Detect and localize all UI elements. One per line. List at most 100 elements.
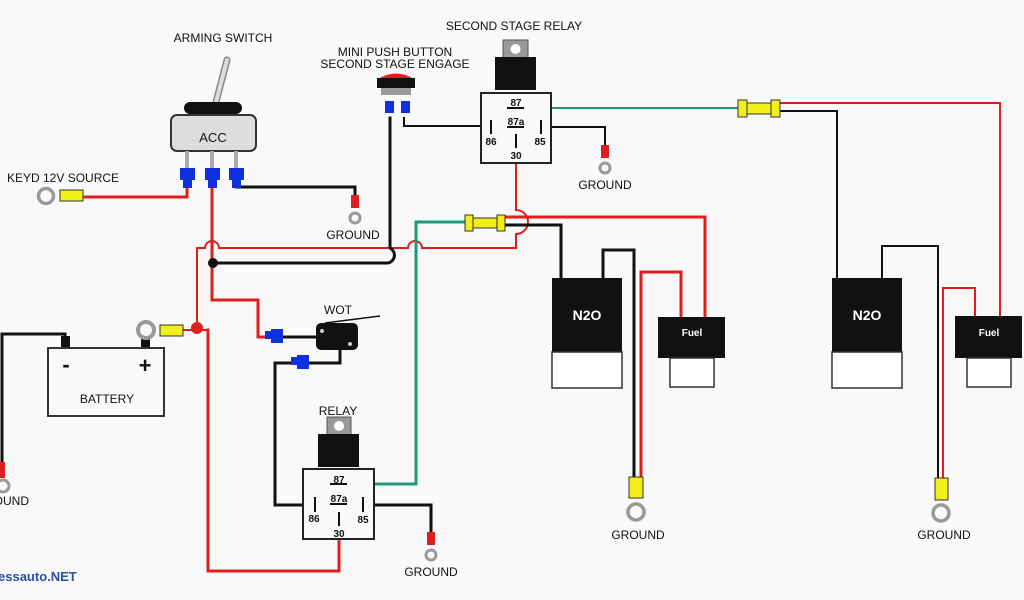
button-bezel [377,78,415,88]
push-button-label-line2: SECOND STAGE ENGAGE [320,57,469,71]
relay-top [318,434,359,467]
fuel-label: Fuel [979,328,1000,339]
wire-relay2-30 [515,162,529,249]
wire-to-relay-86 [273,361,317,507]
ground-switch: GROUND [326,195,380,242]
arming-switch[interactable]: ARMING SWITCH ACC [170,31,273,188]
ground-label: GROUND [917,528,971,542]
keyd-source-label: KEYD 12V SOURCE [7,171,119,185]
wire-relay2-85-ground [540,126,606,146]
n2o-solenoid-1: N2O [551,278,623,389]
blue-connector [208,179,217,188]
pin-87a-label: 87a [331,494,348,505]
switch-terminal [234,151,238,169]
ground-label: GROUND [611,528,665,542]
splice-body [746,102,772,115]
blue-connector [271,329,283,343]
blue-connector [297,355,309,369]
fuel-solenoid-1: Fuel [658,317,725,388]
wire-power-bus [196,240,517,329]
junction-dot [191,322,203,334]
relay-top [495,57,536,90]
toggle-collar [184,102,242,114]
wot-label: WOT [324,303,353,317]
switch-acc-label: ACC [199,130,226,145]
wire-pushbutton-to-relay2 [403,117,492,127]
pin-87-label: 87 [510,98,522,109]
relay: RELAY 87 87a 86 85 30 [302,404,375,540]
blue-connector [385,101,394,113]
wire-fuel2-ground [942,287,976,479]
wire-stage1-n2o-power [503,223,563,280]
solenoid-coil [658,317,725,358]
pin-86-label: 86 [485,137,497,148]
ring-terminal-icon [348,211,362,225]
switch-terminal [210,151,214,169]
blue-connector [265,331,271,339]
battery-label: BATTERY [80,392,134,406]
ring-terminal-icon [136,320,156,340]
wire-relay-87-trigger [346,220,467,486]
relay-label: RELAY [319,404,357,418]
blue-connector [232,179,241,188]
arming-switch-label: ARMING SWITCH [174,31,273,45]
fuel-solenoid-2: Fuel [955,316,1022,388]
solenoid-base [831,351,903,389]
red-terminal [351,195,359,208]
splice-body [472,217,498,229]
blue-connector [291,357,297,365]
button-cap[interactable] [378,73,414,80]
wire-relay-85-ground [361,503,433,534]
n2o-label: N2O [573,307,602,323]
pin-87-label: 87 [333,475,345,486]
wire-n2o2-ground [881,245,939,479]
solenoid-base [551,351,623,389]
keyd-12v-source: KEYD 12V SOURCE [7,171,119,206]
fuel-label: Fuel [682,328,703,339]
battery-body [47,347,165,417]
yellow-connector [628,476,644,499]
wire-stage2-n2o-power [779,110,838,279]
blue-connector [180,168,195,180]
solenoid-base [669,357,715,388]
wire-n2o1-ground [601,248,636,479]
push-button-label-line1: MINI PUSH BUTTON [338,45,452,59]
wot-body [316,323,358,350]
blue-connector [205,168,220,180]
switch-terminal [185,151,189,169]
pin-87a-label: 87a [508,117,525,128]
mini-push-button[interactable]: MINI PUSH BUTTON SECOND STAGE ENGAGE [320,45,470,113]
screw-hole [348,342,352,346]
mount-hole [334,421,344,431]
wot-switch[interactable]: WOT [265,303,381,369]
n2o-label: N2O [853,307,882,323]
butt-splice-stage2 [737,99,781,118]
ground-stage2: GROUND [917,477,971,542]
blue-connector [229,168,244,180]
splice-end [770,99,781,118]
ring-terminal-icon [36,186,56,206]
toggle-lever-highlight [214,58,229,104]
battery-plus-sign: + [139,353,152,378]
pin-86-label: 86 [308,514,320,525]
ring-terminal-icon [0,478,11,494]
wot-lever[interactable] [324,315,381,324]
ground-battery: GROUND [0,462,29,508]
red-terminal [427,532,435,545]
ground-relay2: GROUND [578,145,632,192]
blue-connector [183,179,192,188]
solenoid-coil [552,278,622,352]
pin-30-label: 30 [510,151,522,162]
splice-end [464,214,474,232]
red-terminal [0,462,5,478]
ring-terminal-icon [424,548,438,562]
button-base [381,88,411,95]
n2o-solenoid-2: N2O [831,278,903,389]
ground-stage1: GROUND [611,476,665,542]
wires [0,102,1001,573]
splice-end [496,214,506,232]
red-terminal [601,145,609,158]
ground-relay1: GROUND [404,532,458,579]
